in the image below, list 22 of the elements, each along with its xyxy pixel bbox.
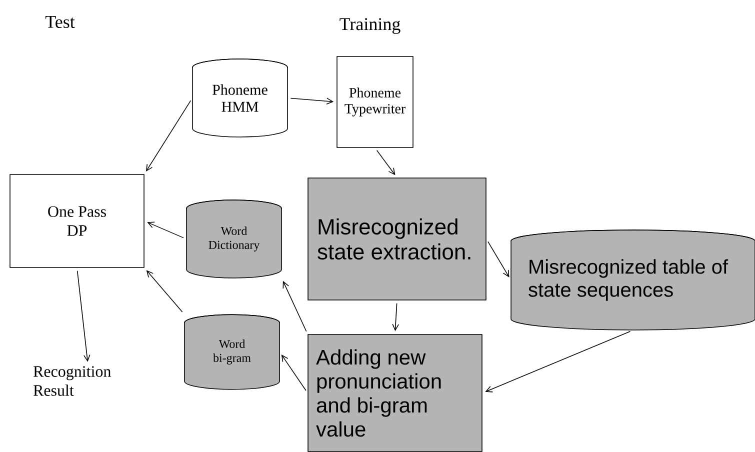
arrow — [282, 280, 307, 332]
arrow — [290, 98, 334, 105]
database-cylinder: Misrecognized table of state sequences — [510, 230, 755, 330]
arrow — [392, 303, 399, 332]
process-box: Phoneme Typewriter — [336, 56, 414, 148]
arrow — [281, 354, 306, 391]
arrow — [146, 100, 192, 172]
process-box: One Pass DP — [10, 174, 144, 268]
process-box: Misrecognized state extraction. — [308, 178, 486, 300]
database-cylinder: Word bi-gram — [184, 314, 280, 390]
arrow — [488, 241, 510, 278]
arrow — [76, 270, 90, 362]
arrow — [146, 270, 183, 312]
arrow — [147, 222, 184, 238]
arrow — [376, 150, 396, 176]
output-text: Recognition Result — [33, 366, 111, 396]
process-box: Adding new pronunciation and bi-gram value — [308, 334, 482, 452]
section-heading: Training — [340, 18, 400, 34]
arrow — [485, 330, 631, 392]
database-cylinder: Word Dictionary — [186, 200, 282, 278]
database-cylinder: Phoneme HMM — [192, 58, 288, 138]
section-heading: Test — [45, 16, 75, 28]
